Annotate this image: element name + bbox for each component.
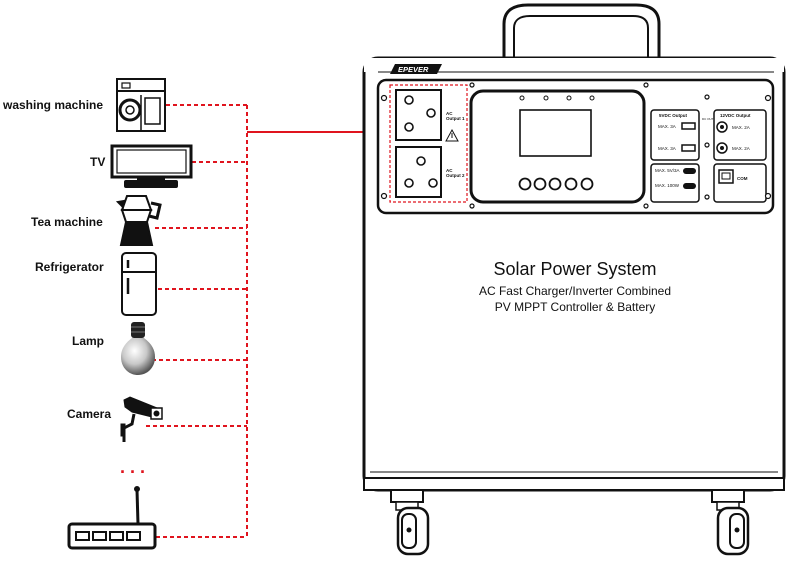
ac-outputs-highlight	[389, 84, 468, 203]
ac-output-2-label-a: AC	[446, 168, 453, 173]
lcd-screen	[519, 109, 592, 157]
typec-max-2: MAX. 100W	[655, 183, 680, 188]
wiring	[146, 104, 390, 538]
device-title: Solar Power System	[493, 259, 656, 279]
dc-output-tag: DC OUTPUT	[702, 117, 720, 121]
ellipsis: . . .	[120, 457, 145, 477]
typec-port-1	[683, 168, 696, 174]
usb-port-2	[681, 144, 696, 152]
warning-icon	[445, 128, 459, 142]
dc-max-1: MAX. 2A	[732, 125, 750, 130]
display-panel	[469, 89, 646, 204]
device-subtitle-line1: AC Fast Charger/Inverter Combined	[479, 284, 671, 298]
tv-icon	[110, 144, 193, 188]
washing-machine-icon	[116, 78, 166, 132]
com-label: COM	[737, 176, 748, 181]
right-wheel	[711, 489, 750, 556]
display-button-2	[533, 177, 547, 191]
ac-output-1-label-b: Output 1	[446, 116, 465, 121]
handle	[502, 3, 661, 58]
left-wheel	[390, 489, 430, 556]
label-washing-machine: washing machine	[2, 98, 103, 112]
display-button-5	[580, 177, 594, 191]
refrigerator-icon	[121, 252, 157, 316]
display-button-1	[518, 177, 532, 191]
display-buttons	[518, 177, 594, 191]
label-lamp: Lamp	[72, 334, 104, 348]
typec-port-2	[683, 183, 696, 189]
typec-output-panel: MAX. 5V/3A MAX. 100W	[650, 163, 700, 203]
label-refrigerator: Refrigerator	[35, 260, 104, 274]
usb-max-2: MAX. 3A	[658, 146, 676, 151]
ac-output-2-label-b: Output 2	[446, 173, 465, 178]
display-button-3	[548, 177, 562, 191]
typec-max-1: MAX. 5V/3A	[655, 168, 680, 173]
label-tea-machine: Tea machine	[31, 215, 103, 229]
display-button-4	[564, 177, 578, 191]
com-port-panel: COM	[713, 163, 767, 203]
ac-outlet-1: AC Output 1	[395, 89, 465, 141]
usb-output-header: 5VDC Output	[659, 113, 687, 118]
dc-output-header: 12VDC Output	[720, 113, 751, 118]
usb-max-1: MAX. 3A	[658, 124, 676, 129]
solar-power-system: EPEVER AC Output 1 AC Output 2	[362, 3, 786, 556]
ac-outlet-2: AC Output 2	[395, 146, 465, 198]
brand-badge	[390, 64, 442, 74]
tea-machine-icon	[115, 195, 162, 246]
dc-max-2: MAX. 2A	[732, 146, 750, 151]
label-camera: Camera	[67, 407, 111, 421]
ac-output-1-label-a: AC	[446, 111, 453, 116]
device-base	[363, 477, 785, 491]
device-subtitle-line2: PV MPPT Controller & Battery	[495, 300, 656, 314]
usb-port-1	[681, 122, 696, 130]
lamp-icon	[121, 322, 155, 375]
dc-output-panel: 12VDC Output MAX. 2A MAX. 2A	[713, 109, 767, 161]
label-tv: TV	[90, 155, 105, 169]
router-icon	[67, 486, 157, 550]
panel-screws	[380, 82, 772, 209]
usb-output-panel: 5VDC Output MAX. 3A MAX. 3A	[650, 109, 700, 161]
camera-icon	[120, 396, 163, 442]
brand-logo: EPEVER	[398, 65, 429, 74]
